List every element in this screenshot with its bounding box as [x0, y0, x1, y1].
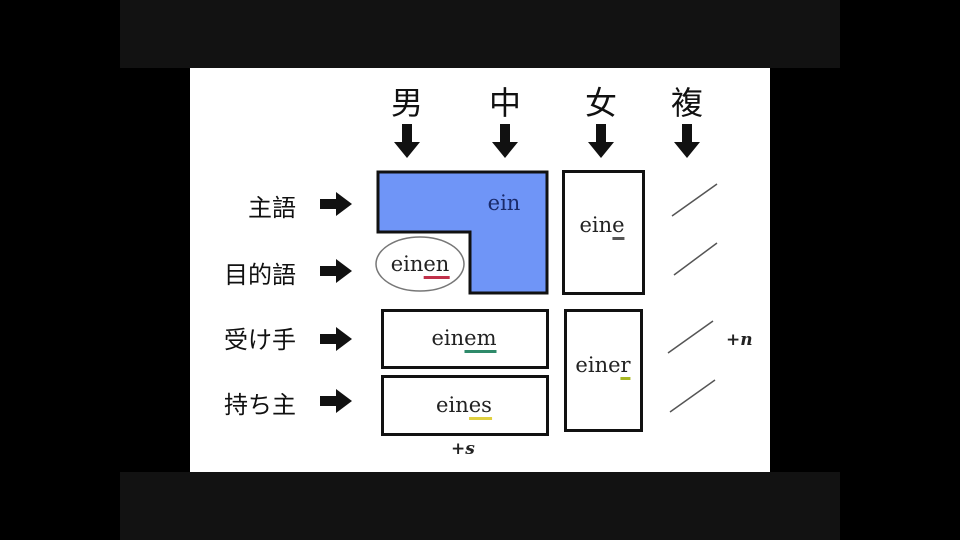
right-arrows: [320, 192, 352, 413]
row-label-accusative: 目的語: [224, 261, 296, 289]
masculine-neuter-nominative-highlight: [376, 170, 549, 295]
column-header-plural: 複: [670, 84, 704, 122]
column-header-neuter: 中: [488, 84, 522, 122]
slash-icon: [673, 242, 718, 276]
down-arrow-icon: [674, 124, 700, 158]
letterbox-top: [120, 0, 840, 68]
right-arrow-icon: [320, 389, 352, 413]
masc-neut-genitive-box: [381, 375, 549, 436]
einen-circle: [375, 236, 465, 292]
column-header-feminine: 女: [584, 84, 618, 122]
right-arrow-icon: [320, 192, 352, 216]
dative-plural-suffix-note: +n: [726, 330, 753, 350]
right-arrow-icon: [320, 259, 352, 283]
masc-neut-dative-box: [381, 309, 549, 369]
slash-icon: [669, 379, 716, 413]
article-einem: einem: [431, 326, 497, 353]
article-einen: einen: [391, 252, 450, 279]
down-arrows: [394, 124, 700, 158]
article-eines: eines: [436, 393, 492, 420]
slash-icon: [671, 183, 718, 217]
column-header-masculine: 男: [390, 84, 424, 122]
feminine-nom-acc-box: [562, 170, 645, 295]
slash-icon: [667, 320, 714, 354]
article-ein: ein: [487, 191, 521, 215]
down-arrow-icon: [394, 124, 420, 158]
right-arrow-icon: [320, 327, 352, 351]
row-label-genitive: 持ち主: [224, 391, 296, 419]
article-eine: eine: [579, 213, 625, 240]
row-label-nominative: 主語: [248, 194, 296, 222]
row-label-dative: 受け手: [224, 326, 296, 354]
down-arrow-icon: [492, 124, 518, 158]
feminine-dat-gen-box: [564, 309, 643, 432]
plural-slashes: [667, 183, 718, 413]
letterbox-bottom: [120, 472, 840, 540]
down-arrow-icon: [588, 124, 614, 158]
article-einer: einer: [575, 353, 631, 380]
genitive-suffix-note: +s: [451, 439, 475, 459]
